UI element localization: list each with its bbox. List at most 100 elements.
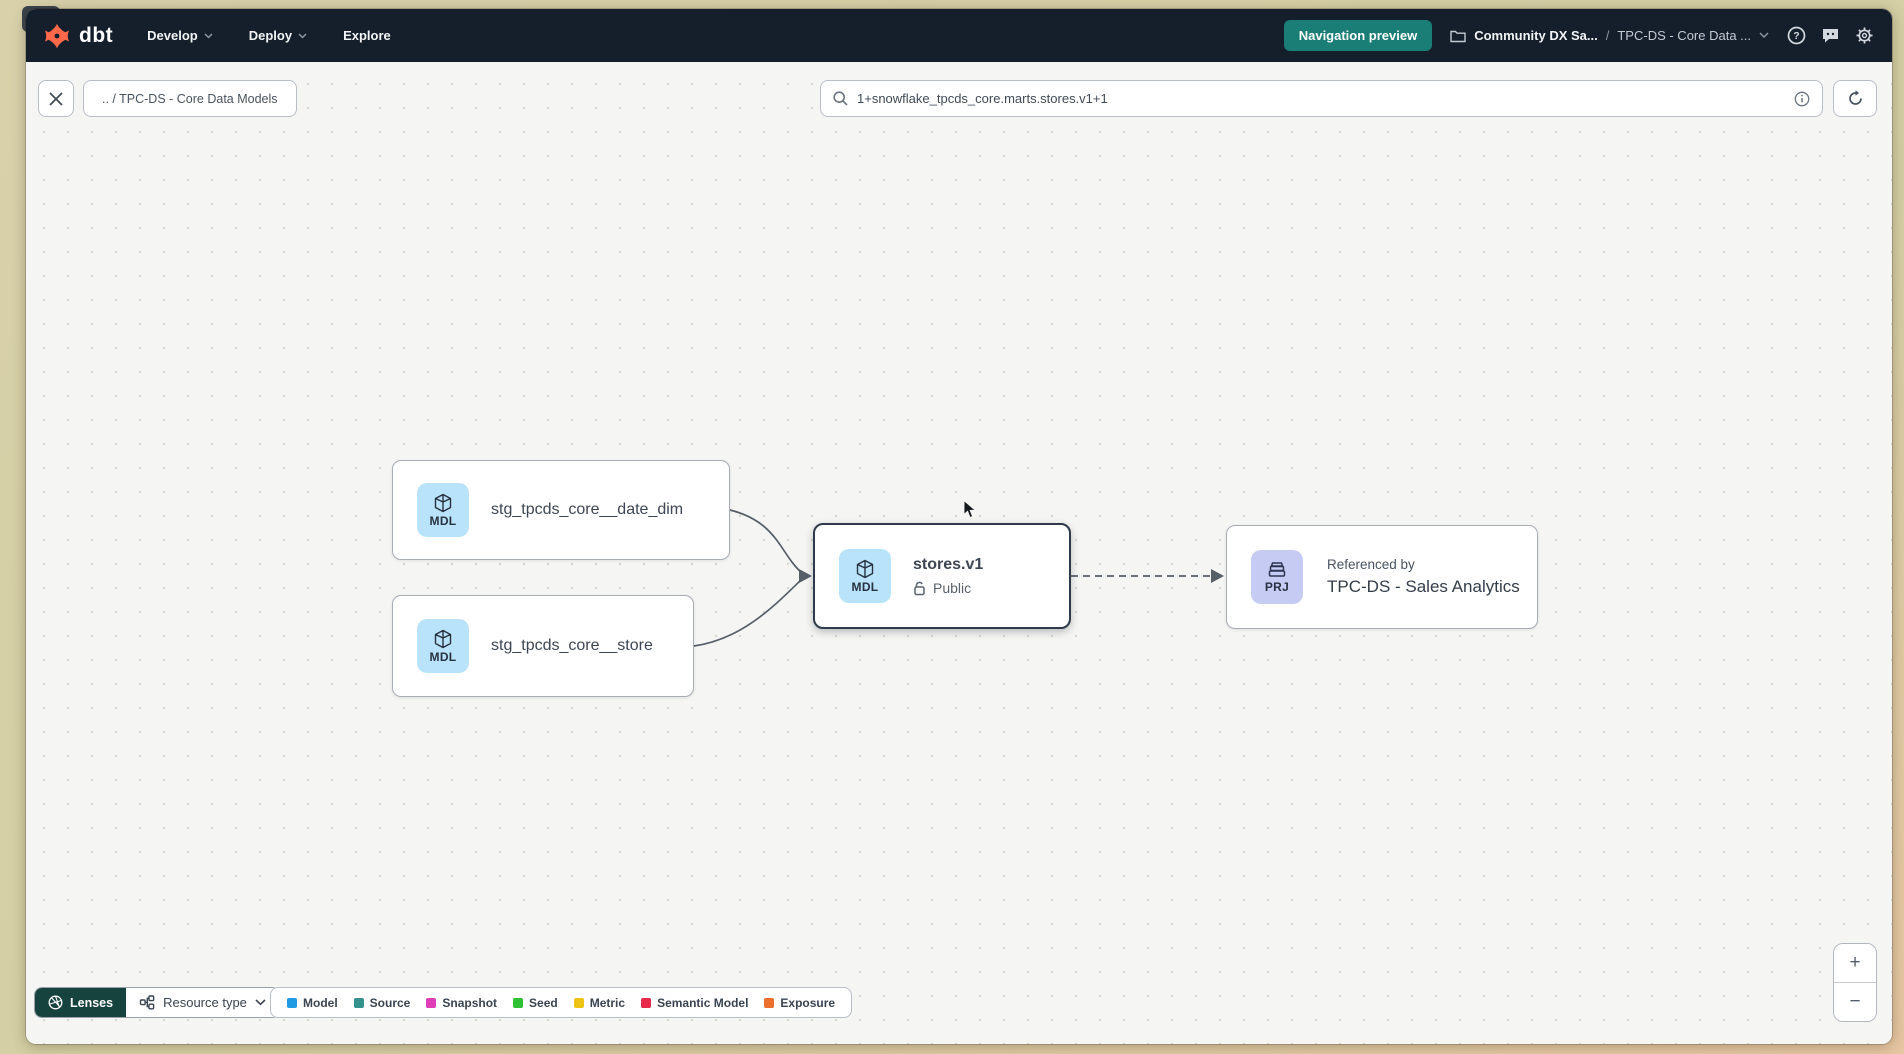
legend-item-source: Source [353,995,411,1010]
legend-label: Exposure [780,995,836,1010]
chevron-down-icon [298,32,307,39]
lenses-label: Lenses [70,995,114,1010]
divider [1834,982,1876,983]
zoom-controls: + − [1833,943,1877,1022]
lineage-canvas[interactable]: .. / TPC-DS - Core Data Models MDL stg_t… [26,62,1892,1044]
model-cube-icon [434,493,452,512]
legend-swatch [287,997,297,1008]
legend-item-metric: Metric [573,995,626,1010]
chevron-down-icon [255,999,266,1006]
node-title: TPC-DS - Sales Analytics [1327,577,1520,596]
legend-item-seed: Seed [513,996,558,1010]
badge-label: MDL [429,649,457,664]
navbar-right: Navigation preview Community DX Sa... / … [1283,20,1874,51]
dbt-logo-text: dbt [79,23,114,47]
top-navbar: dbt Develop Deploy Explore Navigation pr… [26,9,1892,62]
resource-legend: Model Source Snapshot Seed Metric Semant… [270,987,853,1018]
breadcrumb[interactable]: Community DX Sa... / TPC-DS - Core Data … [1450,28,1769,43]
legend-label: Seed [529,995,558,1010]
nav-item-deploy[interactable]: Deploy [249,28,307,43]
lineage-breadcrumb-chip[interactable]: .. / TPC-DS - Core Data Models [83,80,297,117]
dbt-logo[interactable]: dbt [42,21,113,51]
lineage-search-bar[interactable] [820,80,1823,117]
legend-label: Semantic Model [657,995,749,1010]
zoom-out-button[interactable]: − [1834,983,1876,1021]
node-stores-v1[interactable]: MDL stores.v1 Public [813,523,1071,629]
node-stg-tpcds-core-date-dim[interactable]: MDL stg_tpcds_core__date_dim [392,460,730,560]
node-title: stg_tpcds_core__store [491,637,653,654]
node-stg-tpcds-core-store[interactable]: MDL stg_tpcds_core__store [392,595,694,697]
project-layers-icon [1268,561,1286,577]
legend-swatch [641,997,652,1008]
nav-item-label: Explore [343,28,391,43]
model-cube-icon [856,559,874,578]
refresh-lineage-button[interactable] [1833,80,1877,117]
info-icon[interactable] [1794,91,1810,107]
svg-text:?: ? [1793,30,1799,42]
breadcrumb-separator: / [1605,28,1610,43]
legend-item-snapshot: Snapshot [426,996,497,1010]
lineage-search-input[interactable] [857,91,1785,106]
legend-swatch [764,997,775,1008]
navigation-preview-button[interactable]: Navigation preview [1283,20,1433,51]
arrowhead [1211,569,1224,583]
legend-item-model: Model [287,996,338,1010]
legend-label: Source [369,995,411,1010]
legend-label: Metric [589,995,626,1010]
node-kicker: Referenced by [1327,557,1415,572]
model-badge: MDL [839,549,891,603]
lineage-edges [693,509,1224,647]
lenses-button[interactable]: Lenses [35,988,127,1017]
dbt-logo-icon [44,23,70,48]
lineage-breadcrumb-text: .. / TPC-DS - Core Data Models [102,91,278,106]
legend-label: Model [303,995,338,1010]
search-icon [833,91,848,106]
legend-item-semantic-model: Semantic Model [641,996,748,1010]
chevron-down-icon [204,32,213,39]
feedback-icon[interactable] [1821,26,1840,45]
resource-type-icon [139,995,155,1010]
legend-swatch [573,997,584,1008]
badge-label: PRJ [1264,579,1290,594]
edge-date-dim-to-stores [729,509,803,574]
breadcrumb-section[interactable]: TPC-DS - Core Data ... [1617,28,1751,43]
node-referenced-by-sales-analytics[interactable]: PRJ Referenced by TPC-DS - Sales Analyti… [1226,525,1538,629]
legend-swatch [353,997,364,1008]
gear-icon[interactable] [1855,26,1874,45]
access-label: Public [933,580,972,596]
nav-item-develop[interactable]: Develop [147,28,213,43]
lock-open-icon [914,581,925,595]
close-icon [49,91,63,106]
nav-item-explore[interactable]: Explore [343,28,391,43]
model-cube-icon [434,629,452,648]
lenses-icon [48,995,63,1010]
resource-type-label: Resource type [163,995,247,1010]
node-title: stores.v1 [913,556,984,573]
nav-item-label: Deploy [248,28,293,43]
legend-swatch [513,997,524,1008]
badge-label: MDL [851,579,879,594]
project-badge: PRJ [1251,550,1303,604]
legend-label: Snapshot [442,995,498,1010]
lenses-control: Lenses Resource type [34,987,280,1018]
badge-label: MDL [429,513,457,528]
model-badge: MDL [417,483,469,537]
legend-swatch [426,997,437,1008]
help-icon[interactable]: ? [1787,26,1806,45]
app-window: dbt Develop Deploy Explore Navigation pr… [26,9,1892,1044]
close-lineage-button[interactable] [38,80,74,117]
arrowhead [799,569,812,583]
chevron-down-icon[interactable] [1759,32,1769,39]
zoom-in-button[interactable]: + [1834,944,1876,982]
folder-icon [1450,30,1466,42]
breadcrumb-project[interactable]: Community DX Sa... [1474,28,1598,43]
nav-item-label: Develop [147,28,198,43]
nav-links: Develop Deploy Explore [147,28,391,43]
model-badge: MDL [417,619,469,673]
refresh-icon [1848,90,1862,105]
node-access-row: Public [913,580,983,596]
edge-store-to-stores [693,578,803,647]
node-title: stg_tpcds_core__date_dim [491,501,684,518]
resource-type-dropdown[interactable]: Resource type [126,988,279,1017]
legend-item-exposure: Exposure [764,996,835,1010]
